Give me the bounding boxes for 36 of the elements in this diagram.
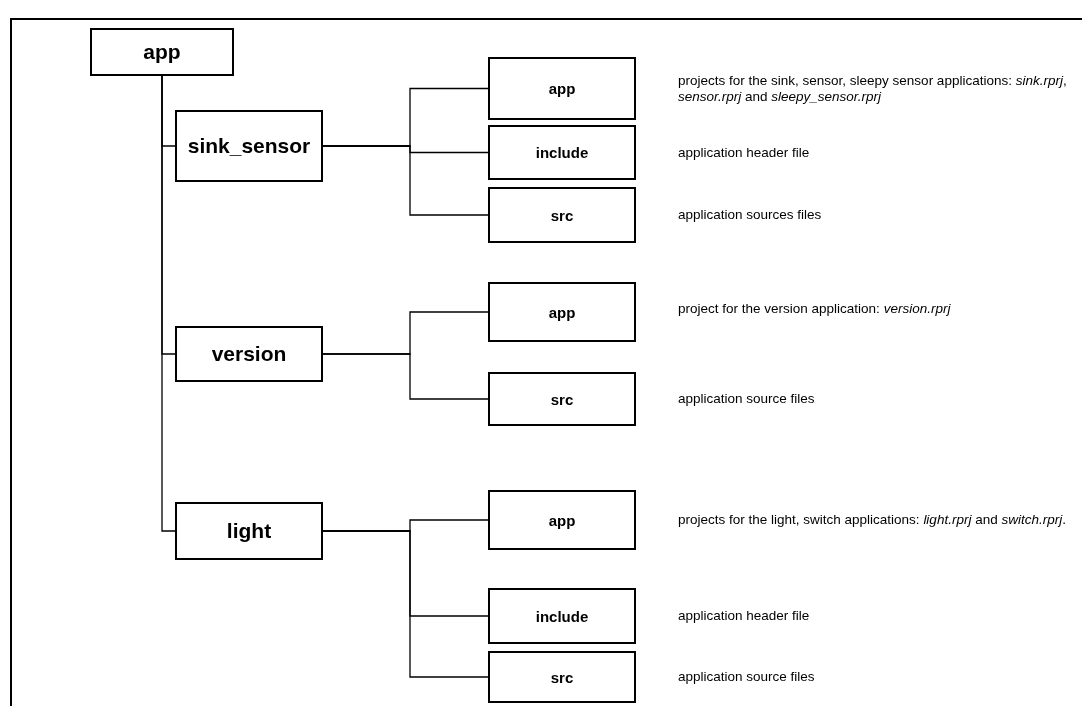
folder-description: project for the version application: version.rprj bbox=[678, 301, 952, 317]
folder-name: version bbox=[211, 342, 287, 366]
folder-name: src bbox=[550, 390, 574, 408]
folder-description: application source files bbox=[678, 669, 816, 685]
folder-description: application source files bbox=[678, 391, 816, 407]
folder-box bbox=[488, 125, 636, 180]
folder-description: projects for the sink, sensor, sleepy sensor applications: sink.rprj, sensor.rprj and sleepy_sensor.rprj bbox=[678, 72, 1068, 105]
folder-name: src bbox=[550, 206, 574, 224]
tree-connector bbox=[322, 530, 489, 678]
folder-name: src bbox=[550, 668, 574, 686]
folder-box bbox=[488, 651, 636, 703]
tree-connector bbox=[161, 75, 176, 532]
folder-name: app bbox=[548, 511, 576, 529]
folder-box bbox=[90, 28, 234, 76]
folder-box bbox=[488, 372, 636, 426]
folder-box bbox=[488, 490, 636, 550]
folder-name: include bbox=[535, 144, 589, 161]
folder-box bbox=[175, 502, 323, 560]
folder-description: application header file bbox=[678, 144, 811, 161]
folder-box bbox=[488, 187, 636, 243]
folder-box bbox=[488, 57, 636, 120]
folder-description: application header file bbox=[678, 608, 811, 624]
tree-connector bbox=[322, 145, 489, 216]
folder-name: include bbox=[535, 607, 589, 625]
folder-name: app bbox=[548, 303, 576, 321]
folder-box bbox=[488, 282, 636, 342]
folder-description: projects for the light, switch applications: light.rprj and switch.rprj. bbox=[678, 512, 1067, 528]
folder-name: light bbox=[226, 519, 272, 543]
folder-box bbox=[488, 588, 636, 644]
folder-name: app bbox=[548, 80, 576, 97]
folder-box bbox=[175, 110, 323, 182]
folder-name: app bbox=[143, 40, 181, 64]
folder-description: application sources files bbox=[678, 207, 823, 223]
folder-box bbox=[175, 326, 323, 382]
tree-connector bbox=[322, 353, 489, 400]
folder-name: sink_sensor bbox=[187, 134, 311, 158]
